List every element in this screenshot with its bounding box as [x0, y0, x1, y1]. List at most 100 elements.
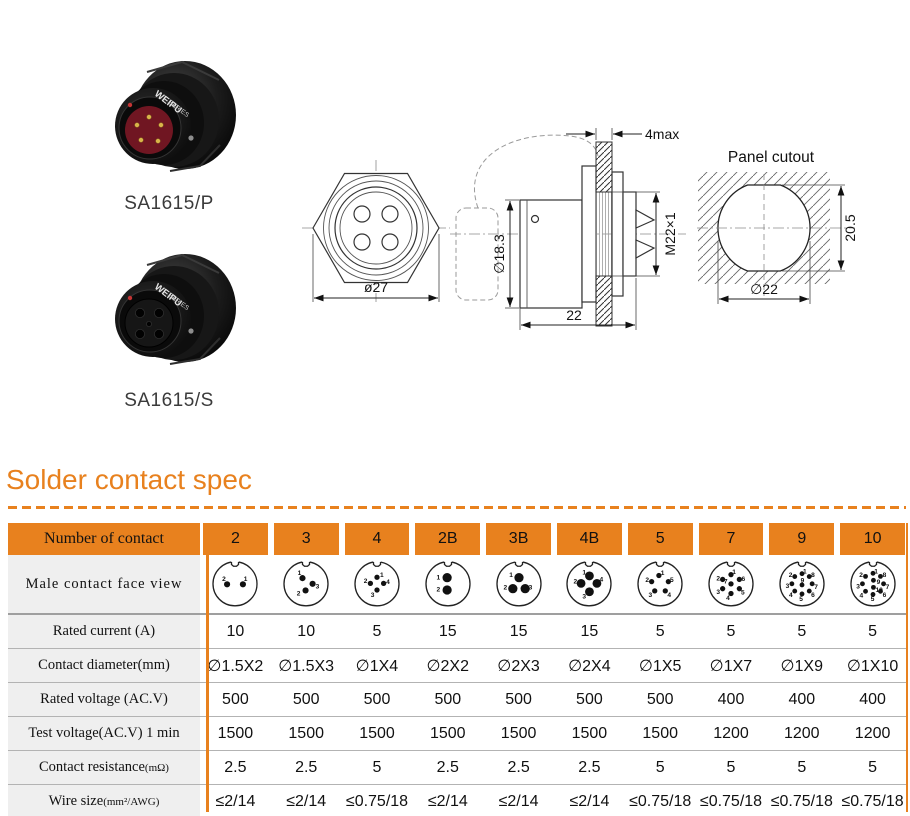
contact-pin-2 — [862, 573, 868, 579]
pin-number-label: 1 — [244, 576, 248, 583]
contact-pin-7 — [809, 581, 815, 587]
row-label-text: Contact resistance — [39, 759, 145, 775]
protective-cap-dashed — [455, 207, 499, 301]
table-row: Wire size(mm²/AWG)≤2/14≤2/14≤0.75/18≤2/1… — [8, 785, 908, 816]
pin-number-label: 5 — [870, 596, 874, 603]
row-label-text: Wire size — [48, 793, 104, 809]
spec-value: 15 — [580, 622, 599, 640]
pin-number-label: 6 — [811, 592, 815, 599]
contact-pin-3 — [789, 581, 795, 587]
spec-value: 15 — [509, 622, 528, 640]
row-label-text: Rated voltage (AC.V) — [40, 691, 168, 707]
accent-divider-right — [905, 523, 908, 812]
face-view-cell-4B: 1243 — [554, 555, 625, 613]
pin-number-label: 1 — [874, 568, 878, 575]
dim-label-diameter: ø27 — [364, 279, 388, 295]
contact-pin-3 — [859, 581, 865, 587]
spec-value: ≤0.75/18 — [770, 792, 833, 810]
contact-pin-2 — [577, 579, 586, 588]
dim-label-length: 22 — [566, 307, 582, 323]
spec-value: 5 — [797, 622, 807, 640]
spec-value: ≤0.75/18 — [699, 792, 763, 810]
table-header-label: Number of contact — [8, 523, 200, 555]
pin-number-label: 2 — [503, 585, 507, 592]
pin-number-label: 2 — [297, 591, 301, 598]
spec-value: ∅1X5 — [638, 657, 682, 675]
spec-value: ≤0.75/18 — [629, 792, 692, 810]
contact-pin-1 — [299, 575, 306, 582]
spec-value: 400 — [717, 690, 745, 708]
latch-prong — [635, 208, 656, 229]
contact-pin-7 — [728, 581, 734, 587]
male-face-view-diagram: 21 — [212, 559, 259, 607]
contact-pin-2 — [649, 579, 655, 585]
spec-value: 5 — [868, 758, 878, 776]
indicator-dot — [127, 295, 133, 301]
pin-number-label: 4 — [668, 592, 672, 599]
face-view-row: Male contact face view 21132124312123124… — [8, 555, 908, 615]
screw-glint — [188, 135, 194, 141]
contact-pin-6 — [806, 588, 812, 594]
spec-value: 2.5 — [578, 758, 601, 776]
spec-value: ∅1.5X3 — [278, 657, 335, 675]
pin-number-label: 1 — [436, 574, 440, 581]
spec-value: 1200 — [854, 724, 891, 742]
contact-pin-6 — [736, 576, 742, 583]
spec-value: 2.5 — [224, 758, 247, 776]
spec-value: ∅1X10 — [846, 657, 899, 675]
spec-value: 15 — [438, 622, 457, 640]
spec-value: 5 — [797, 758, 807, 776]
contact-pin-5 — [870, 591, 876, 597]
drawing-side-view: 4max ∅18.3 M22×1 22 — [450, 126, 686, 330]
spec-value: 2.5 — [436, 758, 459, 776]
contact-pin-1 — [656, 572, 662, 579]
contact-pin-2 — [719, 576, 726, 583]
contact-pin-1 — [513, 573, 524, 583]
contact-holes — [353, 205, 399, 251]
face-view-cell-7: 1234567 — [696, 555, 767, 613]
pin-number-label: 4 — [386, 579, 390, 586]
indicator-dot — [127, 102, 133, 108]
pin-number-label: 3 — [528, 585, 532, 592]
contact-pin-5 — [665, 579, 672, 585]
pin-number-label: 3 — [583, 593, 587, 600]
product-label-male: SA1615/P — [124, 193, 214, 214]
section-title: Solder contact spec — [6, 464, 252, 495]
spec-value: 5 — [726, 758, 736, 776]
spec-value: ≤2/14 — [215, 792, 256, 810]
contact-pin-1 — [585, 571, 595, 581]
keyway-notch — [514, 562, 523, 567]
spec-value: 1200 — [783, 724, 820, 742]
washer — [611, 171, 624, 297]
spec-value: 1500 — [429, 724, 466, 742]
pin-number-label: 6 — [882, 592, 886, 599]
pin-number-label: 1 — [509, 572, 513, 579]
pin-number-label: 2 — [646, 577, 650, 584]
spec-value: 500 — [576, 690, 603, 708]
pin-number-label: 8 — [882, 572, 886, 579]
accent-divider-left — [206, 555, 209, 812]
spec-value: 1500 — [288, 724, 324, 742]
pin-number-label: 2 — [436, 586, 440, 593]
pin-number-label: 3 — [785, 583, 789, 590]
spec-value: 2.5 — [295, 758, 318, 776]
contact-pin-2 — [224, 581, 231, 588]
face-circle — [354, 561, 400, 607]
keyway-notch — [868, 562, 877, 567]
spec-value: ∅2X3 — [497, 657, 540, 675]
face-view-cell-3: 132 — [271, 555, 342, 613]
row-label: Test voltage(AC.V) 1 min — [8, 717, 200, 750]
contact-pin-3 — [652, 588, 658, 594]
keyway-notch — [656, 562, 665, 567]
spec-value: 2.5 — [507, 758, 530, 776]
spec-value: ≤0.75/18 — [345, 792, 409, 810]
pin-number-label: 5 — [799, 596, 803, 603]
contact-pin-9 — [799, 582, 805, 588]
spec-value: 500 — [363, 690, 391, 708]
connector-body — [519, 199, 583, 309]
keyway-notch — [726, 562, 736, 567]
pin-number-label: 10 — [875, 587, 883, 594]
contact-pin-2 — [442, 585, 452, 595]
face-circle — [425, 561, 471, 607]
